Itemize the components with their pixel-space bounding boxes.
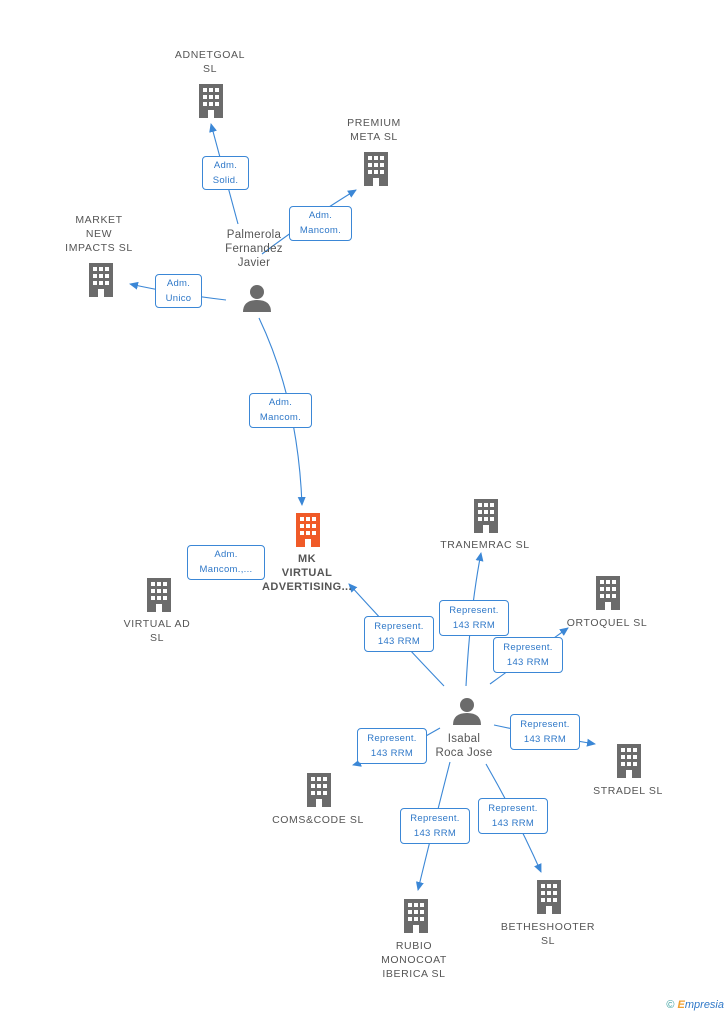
person-icon[interactable]: [452, 697, 482, 725]
edge-label-represent-ortoquel[interactable]: Represent. 143 RRM: [493, 637, 563, 673]
building-icon[interactable]: [196, 84, 226, 118]
node-label-tranemrac[interactable]: TRANEMRAC SL: [440, 539, 530, 551]
building-icon[interactable]: [614, 744, 644, 778]
building-icon[interactable]: [534, 880, 564, 914]
edge-label-represent-betheshooter[interactable]: Represent. 143 RRM: [478, 798, 548, 834]
building-icon[interactable]: [144, 578, 174, 612]
edge-label-adm-solid[interactable]: Adm. Solid.: [202, 156, 249, 190]
edge-label-adm-unico[interactable]: Adm. Unico: [155, 274, 202, 308]
copyright-symbol: ©: [666, 999, 675, 1011]
node-label-betheshooter[interactable]: BETHESHOOTER SL: [500, 921, 596, 947]
node-label-mk-virtual[interactable]: MK VIRTUAL ADVERTISING...: [262, 553, 352, 593]
node-label-isabal[interactable]: Isabal Roca Jose: [435, 733, 493, 759]
edge-label-represent-rubio[interactable]: Represent. 143 RRM: [400, 808, 470, 844]
node-label-rubio-monocoat[interactable]: RUBIO MONOCOAT IBERICA SL: [381, 940, 447, 980]
building-icon[interactable]: [471, 499, 501, 533]
empresia-watermark: ©Empresia: [666, 999, 724, 1011]
node-label-premium-meta[interactable]: PREMIUM META SL: [347, 117, 401, 143]
node-label-palmerola[interactable]: Palmerola Fernandez Javier: [225, 229, 283, 269]
edge-label-adm-mancom-premium[interactable]: Adm. Mancom.: [289, 206, 352, 241]
edge-label-represent-mk[interactable]: Represent. 143 RRM: [364, 616, 434, 652]
brand-e: E: [677, 999, 685, 1011]
person-icon[interactable]: [242, 284, 272, 312]
brand-name: mpresia: [684, 999, 724, 1011]
edge-label-adm-mancom-mk[interactable]: Adm. Mancom.: [249, 393, 312, 428]
node-label-stradel[interactable]: STRADEL SL: [593, 785, 663, 797]
edge-label-represent-coms[interactable]: Represent. 143 RRM: [357, 728, 427, 764]
node-label-virtual-ad[interactable]: VIRTUAL AD SL: [123, 618, 191, 644]
node-label-ortoquel[interactable]: ORTOQUEL SL: [566, 617, 648, 629]
building-main-icon[interactable]: [293, 513, 323, 547]
node-label-coms-code[interactable]: COMS&CODE SL: [272, 814, 364, 826]
node-label-market-new-impacts[interactable]: MARKET NEW IMPACTS SL: [65, 214, 133, 254]
building-icon[interactable]: [361, 152, 391, 186]
building-icon[interactable]: [593, 576, 623, 610]
edge-label-adm-mancom-virtualad[interactable]: Adm. Mancom.,...: [187, 545, 265, 580]
edge-label-represent-stradel[interactable]: Represent. 143 RRM: [510, 714, 580, 750]
building-icon[interactable]: [401, 899, 431, 933]
edge-label-represent-tranemrac[interactable]: Represent. 143 RRM: [439, 600, 509, 636]
building-icon[interactable]: [86, 263, 116, 297]
node-label-adnetgoal[interactable]: ADNETGOAL SL: [174, 49, 246, 75]
building-icon[interactable]: [304, 773, 334, 807]
